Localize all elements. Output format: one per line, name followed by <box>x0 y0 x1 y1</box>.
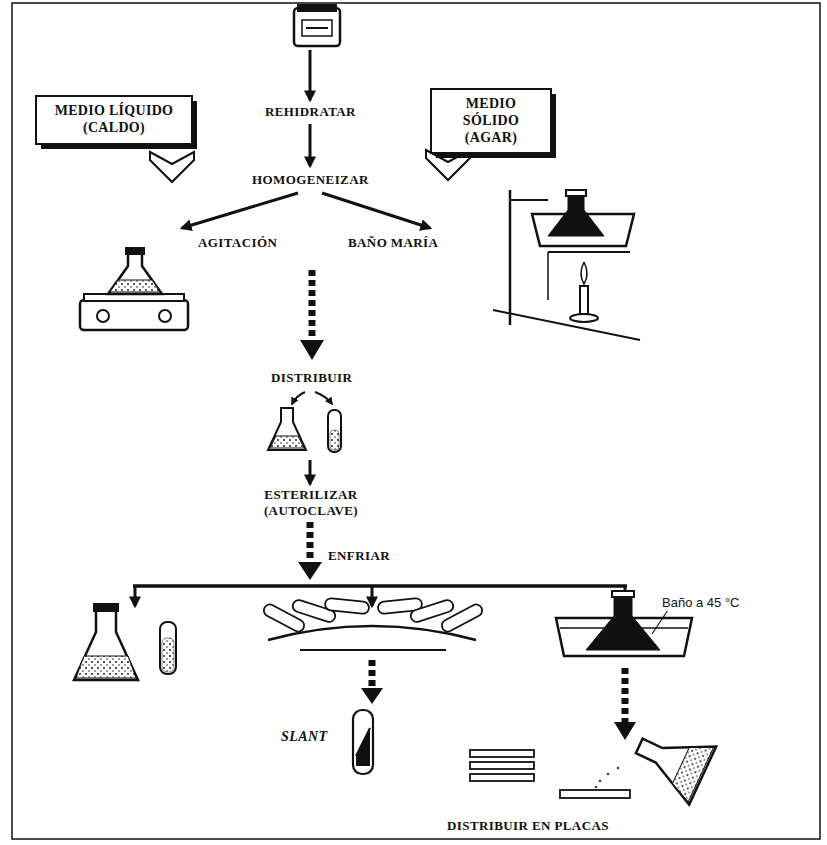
step-label: HOMOGENEIZAR <box>250 172 371 188</box>
medium-box: MEDIO SÓLIDO (AGAR) <box>430 88 552 154</box>
tube-label: SLANT <box>279 729 329 746</box>
step-label: ESTERILIZAR (AUTOCLAVE) <box>250 487 372 518</box>
step-label: BAÑO MARÍA <box>346 235 440 251</box>
box-text: MEDIO LÍQUIDO (CALDO) <box>45 103 183 137</box>
step-label: REHIDRATAR <box>263 104 358 120</box>
step-label: AGITACIÓN <box>196 235 279 251</box>
box-text: MEDIO SÓLIDO (AGAR) <box>440 96 542 146</box>
medium-box: MEDIO LÍQUIDO (CALDO) <box>35 95 193 145</box>
step-label: ENFRIAR <box>326 548 392 564</box>
step-label: DISTRIBUIR <box>269 370 354 386</box>
step-label: DISTRIBUIR EN PLACAS <box>445 818 611 834</box>
bath-label: Baño a 45 °C <box>660 595 741 611</box>
